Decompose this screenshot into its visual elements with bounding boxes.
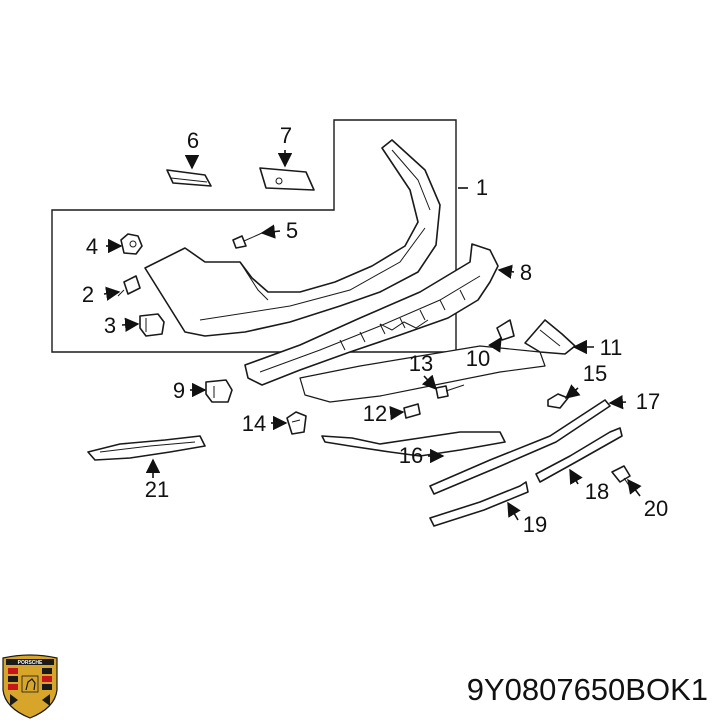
part-18-trim-strip[interactable] [535,427,623,483]
part-10[interactable] [496,319,515,341]
callout-6: 6 [187,128,199,153]
callout-3: 3 [104,313,116,338]
part-6[interactable] [166,169,212,187]
part-12-clip[interactable] [403,403,421,419]
callout-1: 1 [476,175,488,200]
part-5-screw[interactable] [232,232,263,249]
part-1-bumper-cover[interactable] [144,139,441,337]
part-11[interactable] [524,319,576,355]
part-number: 9Y0807650BOK1 [467,672,708,707]
svg-text:PORSCHE: PORSCHE [18,660,43,666]
callout-15: 15 [583,361,607,386]
callout-11: 11 [600,335,623,360]
callout-2: 2 [82,282,94,307]
part-14-bracket[interactable] [286,411,307,435]
callout-14: 14 [242,411,266,436]
lower-trim[interactable] [299,345,546,403]
part-9-bracket[interactable] [205,379,233,403]
part-8-carrier[interactable] [244,243,499,386]
callout-4: 4 [86,234,98,259]
part-19-trim-strip[interactable] [429,481,529,527]
assembly-frame [51,119,457,353]
callout-9: 9 [173,378,185,403]
callout-17: 17 [636,389,660,414]
leader-lines [103,150,642,521]
porsche-crest-logo: PORSCHE [2,654,58,719]
callout-13: 13 [409,351,433,376]
part-21-reflector-trim[interactable] [87,435,206,461]
part-2-screw[interactable] [117,275,141,297]
callout-16: 16 [399,443,423,468]
callout-18: 18 [585,479,609,504]
part-16-trim[interactable] [321,431,506,457]
callout-5: 5 [286,218,298,243]
part-7[interactable] [259,167,315,191]
callout-7: 7 [280,123,292,148]
callout-21: 21 [145,477,169,502]
callout-10: 10 [466,346,490,371]
part-4-clip[interactable] [120,233,143,255]
callout-12: 12 [363,401,387,426]
callout-20: 20 [644,496,668,521]
part-15-clip[interactable] [547,393,569,409]
part-3-bracket[interactable] [139,313,165,337]
callout-19: 19 [523,512,547,537]
part-13-screw[interactable] [435,384,465,399]
callout-8: 8 [520,260,532,285]
part-20-screw[interactable] [611,465,633,491]
